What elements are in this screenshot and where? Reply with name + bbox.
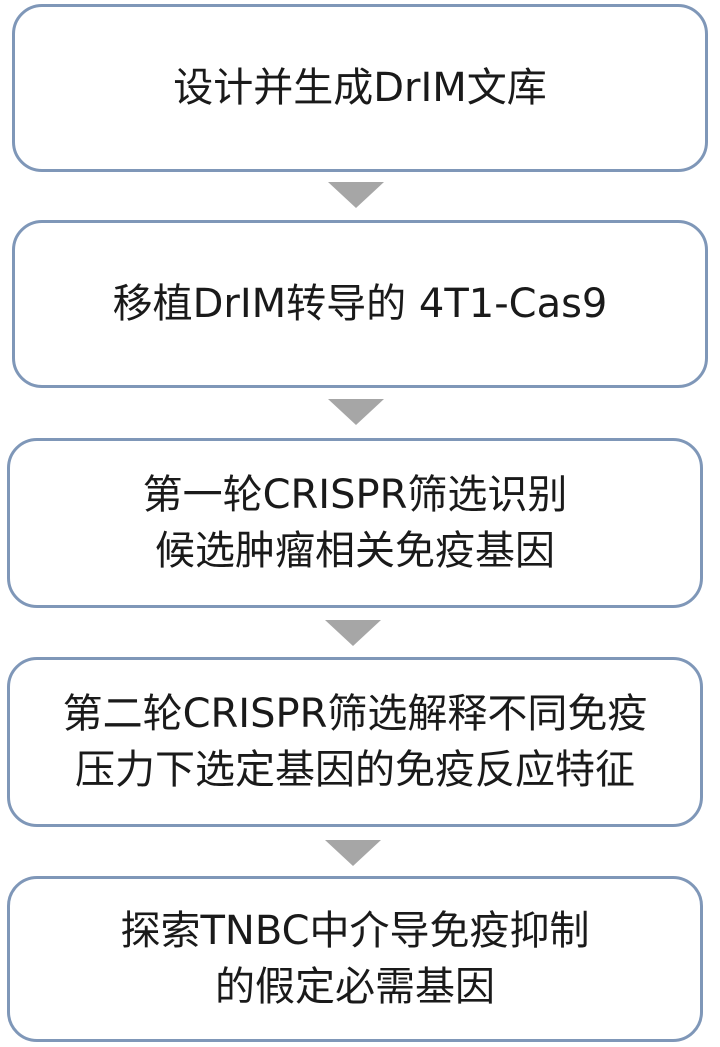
step-4-box: 第二轮CRISPR筛选解释不同免疫 压力下选定基因的免疫反应特征 — [7, 657, 703, 827]
step-5-line-1: 探索TNBC中介导免疫抑制 — [120, 908, 590, 954]
down-arrow-icon — [325, 840, 381, 866]
down-arrow-icon — [325, 620, 381, 646]
step-3-line-2: 候选肿瘤相关免疫基因 — [155, 528, 555, 574]
down-arrow-icon — [328, 399, 384, 425]
step-1-box: 设计并生成DrIM文库 — [12, 4, 708, 172]
step-3-box: 第一轮CRISPR筛选识别 候选肿瘤相关免疫基因 — [7, 438, 703, 608]
step-4-line-1: 第二轮CRISPR筛选解释不同免疫 — [62, 691, 648, 737]
step-5-box: 探索TNBC中介导免疫抑制 的假定必需基因 — [7, 876, 703, 1042]
step-5-line-2: 的假定必需基因 — [215, 964, 495, 1010]
step-2-box: 移植DrIM转导的 4T1-Cas9 — [12, 220, 708, 388]
step-3-line-1: 第一轮CRISPR筛选识别 — [142, 472, 568, 518]
step-2-line-1: 移植DrIM转导的 4T1-Cas9 — [112, 281, 608, 327]
down-arrow-icon — [328, 182, 384, 208]
step-1-line-1: 设计并生成DrIM文库 — [173, 65, 547, 111]
step-4-line-2: 压力下选定基因的免疫反应特征 — [75, 747, 635, 793]
